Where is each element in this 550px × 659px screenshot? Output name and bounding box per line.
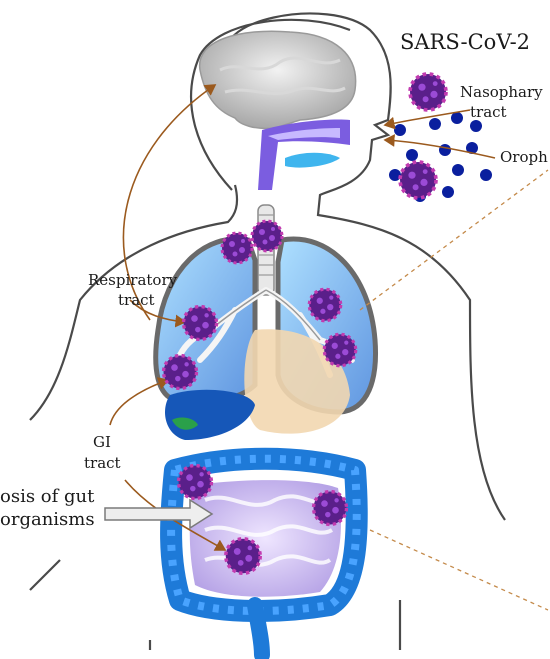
virus-icon — [398, 160, 438, 200]
virus-icon — [250, 219, 284, 253]
dysbiosis-label-line2: organisms — [0, 509, 95, 530]
guide-line-gut — [369, 529, 549, 611]
virus-icon — [311, 489, 349, 527]
head-outline — [190, 18, 351, 191]
guide-line-lungs — [359, 169, 549, 311]
virus-icon — [176, 463, 214, 501]
droplet-icon — [470, 120, 482, 132]
gi-label: GI — [93, 433, 111, 451]
respiratory-label-line2: tract — [118, 291, 155, 309]
brain-folds — [219, 56, 346, 95]
small-intestine — [189, 480, 341, 597]
rectum — [247, 597, 270, 659]
virus-icon — [181, 304, 219, 342]
body-outline — [29, 12, 506, 650]
droplet-icon — [389, 169, 401, 181]
nasopharynx-label-line2: tract — [470, 103, 507, 121]
virus-icon — [161, 353, 199, 391]
droplet-cluster — [389, 112, 492, 202]
virus-icon — [322, 332, 358, 368]
virus-icon — [307, 287, 343, 323]
droplet-icon — [406, 149, 418, 161]
dysbiosis-arrow — [104, 498, 214, 530]
droplet-icon — [480, 169, 492, 181]
dysbiosis-label: osis of gut — [0, 486, 95, 507]
virus-icon — [408, 72, 448, 112]
virus-icon — [224, 537, 262, 575]
arrow-to-brain — [122, 84, 217, 321]
title-label: SARS-CoV-2 — [400, 30, 531, 54]
nasal-cavity-inner — [268, 128, 340, 140]
oropharynx-label: Oroph — [500, 149, 548, 166]
droplet-icon — [429, 118, 441, 130]
respiratory-label: Respiratory — [88, 271, 178, 289]
gi-label-line2: tract — [84, 454, 121, 472]
droplet-icon — [451, 112, 463, 124]
arrow-nasopharynx — [383, 109, 471, 130]
brain — [199, 30, 357, 130]
droplet-icon — [452, 164, 464, 176]
droplet-icon — [394, 124, 406, 136]
liver — [165, 389, 255, 440]
arrow-gi-upper — [109, 377, 170, 426]
virus-icon — [220, 231, 254, 265]
nasopharynx-label: Nasophary — [460, 84, 543, 101]
arrow-respiratory — [129, 299, 187, 328]
droplet-icon — [442, 186, 454, 198]
gallbladder — [172, 417, 198, 430]
large-intestine — [160, 447, 368, 622]
arrow-oropharynx — [383, 134, 496, 159]
oral-cavity — [285, 152, 340, 168]
droplet-icon — [466, 142, 478, 154]
droplet-icon — [439, 144, 451, 156]
